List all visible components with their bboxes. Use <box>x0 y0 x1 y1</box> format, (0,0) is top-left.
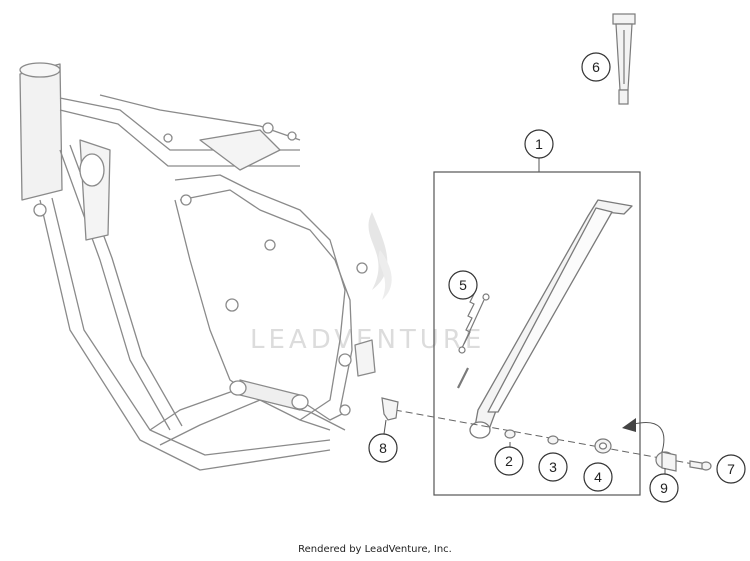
svg-text:4: 4 <box>594 469 602 485</box>
part-8-clip <box>381 397 399 421</box>
footer-credit: Rendered by LeadVenture, Inc. <box>298 544 452 555</box>
assembly-group-box <box>433 171 641 496</box>
part-5-spring <box>457 289 490 389</box>
svg-text:3: 3 <box>549 459 557 475</box>
svg-text:7: 7 <box>727 461 735 477</box>
callout-1: 1 <box>524 129 554 159</box>
explosion-axis <box>383 407 711 468</box>
fastener-parts <box>504 429 712 472</box>
part-1-side-stand <box>469 199 633 439</box>
part-3-washer <box>547 435 559 445</box>
frame-drawing <box>19 62 376 471</box>
part-6-bracket <box>612 13 636 105</box>
svg-text:5: 5 <box>459 277 467 293</box>
part-2-washer <box>504 429 516 439</box>
callout-4: 4 <box>583 462 613 492</box>
svg-text:1: 1 <box>535 136 543 152</box>
callout-3: 3 <box>538 452 568 482</box>
svg-text:6: 6 <box>592 59 600 75</box>
callout-9: 9 <box>649 468 679 503</box>
svg-text:9: 9 <box>660 480 668 496</box>
callout-2: 2 <box>494 442 524 476</box>
svg-text:8: 8 <box>379 440 387 456</box>
svg-text:2: 2 <box>505 453 513 469</box>
callout-8: 8 <box>368 419 398 463</box>
assembly-arrow <box>622 418 665 453</box>
callout-5: 5 <box>448 270 478 300</box>
callout-6: 6 <box>581 52 611 82</box>
callout-7: 7 <box>716 454 746 484</box>
